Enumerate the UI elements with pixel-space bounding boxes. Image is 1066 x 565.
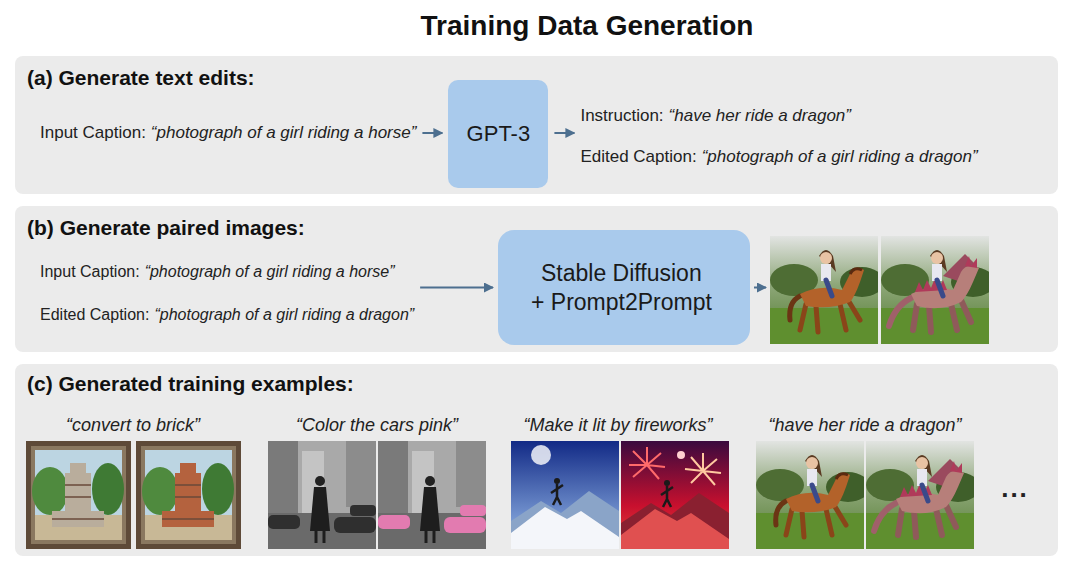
- caption-row: Edited Caption: “photograph of a girl rid…: [580, 147, 977, 167]
- example-caption: “have her ride a dragon”: [768, 415, 961, 436]
- flow-arrow: [754, 287, 766, 289]
- caption-text: “photograph of a girl riding a dragon”: [702, 147, 978, 167]
- caption-label: Edited Caption:: [40, 306, 149, 324]
- example-caption: “Color the cars pink”: [296, 415, 458, 436]
- flow-arrow: [422, 132, 442, 134]
- flow-arrow: [420, 287, 493, 289]
- caption-label: Input Caption:: [40, 263, 140, 281]
- caption-label: Instruction:: [580, 106, 663, 126]
- horse-image: [770, 236, 884, 344]
- horse-image: [756, 441, 870, 549]
- box-label: Stable Diffusion + Prompt2Prompt: [531, 259, 717, 317]
- caption-row: Input Caption: “photograph of a girl ridi…: [40, 263, 395, 281]
- mountain-image: [511, 441, 619, 549]
- caption-row: “Make it lit by fireworks”: [523, 415, 712, 436]
- caption-row: Input Caption:“photograph of a girl ridi…: [40, 123, 416, 143]
- section-heading: (b) Generate paired images:: [27, 216, 305, 240]
- caption-row: “convert to brick”: [66, 415, 200, 436]
- caption-row: “have her ride a dragon”: [768, 415, 961, 436]
- caption-label: Input Caption:: [40, 123, 146, 143]
- flow-arrow: [554, 132, 574, 134]
- box-label: GPT-3: [467, 120, 531, 148]
- ellipsis-mark: ...: [1001, 473, 1029, 504]
- diagram-title: Training Data Generation: [421, 10, 754, 42]
- caption-row: (b) Generate paired images:: [27, 216, 305, 240]
- section-heading: (c) Generated training examples:: [27, 372, 354, 396]
- process-box: Stable Diffusion + Prompt2Prompt: [498, 230, 750, 345]
- caption-row: Edited Caption: “photograph of a girl rid…: [40, 306, 414, 324]
- fireworks-image: [621, 441, 729, 549]
- dragon-image: [866, 441, 980, 549]
- section-panel: (a) Generate text edits:Input Caption:“p…: [15, 56, 1058, 194]
- caption-row: “Color the cars pink”: [296, 415, 458, 436]
- brick-image: [136, 441, 241, 549]
- section-heading: (a) Generate text edits:: [27, 66, 255, 90]
- caption-text: “have her ride a dragon”: [669, 106, 851, 126]
- street-image: [268, 441, 376, 549]
- pink-cars-image: [378, 441, 486, 549]
- caption-row: (a) Generate text edits:: [27, 66, 255, 90]
- caption-text: “photograph of a girl riding a horse”: [151, 123, 417, 143]
- caption-text: “photograph of a girl riding a horse”: [145, 263, 395, 281]
- caption-row: (c) Generated training examples:: [27, 372, 354, 396]
- caption-row: ...: [1001, 473, 1029, 504]
- example-caption: “convert to brick”: [66, 415, 200, 436]
- fountain-image: [26, 441, 131, 549]
- dragon-image: [881, 236, 995, 344]
- caption-label: Edited Caption:: [580, 147, 696, 167]
- caption-text: “photograph of a girl riding a dragon”: [154, 306, 414, 324]
- example-caption: “Make it lit by fireworks”: [523, 415, 712, 436]
- process-box: GPT-3: [448, 80, 548, 188]
- caption-row: Instruction: “have her ride a dragon”: [580, 106, 851, 126]
